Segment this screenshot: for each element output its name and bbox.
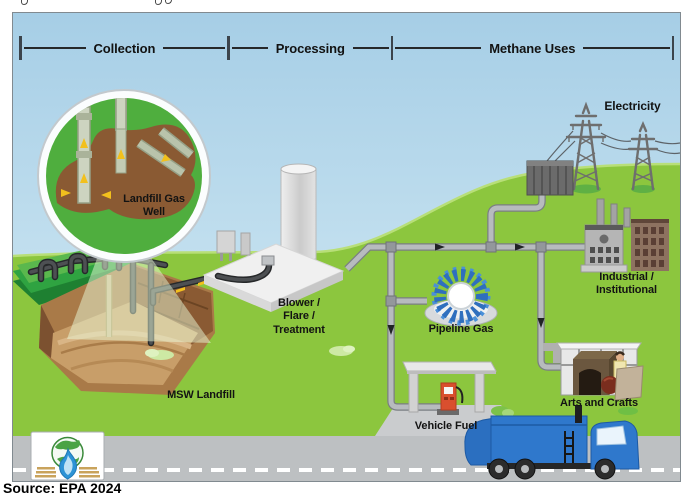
vehicle-fuel-station-icon bbox=[402, 361, 514, 417]
landfill-gas-well-magnifier bbox=[37, 89, 211, 263]
transmission-tower-icon bbox=[565, 101, 607, 191]
section-label-methane-uses: Methane Uses bbox=[489, 40, 576, 56]
epa-lmop-logo bbox=[30, 431, 105, 481]
source-note: Source: EPA 2024 bbox=[3, 480, 122, 496]
pipeline-gas-burner-icon bbox=[424, 266, 498, 327]
label-vehicle-fuel: Vehicle Fuel bbox=[414, 420, 478, 432]
generator-icon bbox=[526, 160, 574, 196]
cropped-caption-fragment bbox=[21, 0, 28, 5]
label-electricity: Electricity bbox=[604, 99, 661, 113]
gas-pipeline-network bbox=[344, 187, 585, 411]
label-pipeline-gas: Pipeline Gas bbox=[428, 323, 494, 335]
cropped-caption-fragment bbox=[155, 0, 162, 5]
header-divider bbox=[19, 36, 22, 60]
section-label-collection: Collection bbox=[93, 40, 156, 56]
stage-header: Collection Processing Methane Uses bbox=[19, 35, 674, 61]
gas-flow-arrows bbox=[61, 138, 171, 199]
header-section-collection: Collection bbox=[22, 41, 228, 56]
label-msw-landfill: MSW Landfill bbox=[167, 389, 235, 401]
header-divider bbox=[671, 36, 674, 60]
bush-clouds bbox=[145, 345, 638, 415]
electricity-icon bbox=[526, 101, 680, 196]
cropped-caption-fragment bbox=[165, 0, 172, 4]
scene-art bbox=[13, 89, 680, 481]
label-industrial-institutional: Industrial /Institutional bbox=[595, 271, 658, 297]
arts-and-crafts-icon bbox=[543, 342, 644, 401]
section-label-processing: Processing bbox=[275, 40, 345, 56]
header-divider bbox=[227, 36, 230, 60]
header-section-methane-uses: Methane Uses bbox=[393, 41, 671, 56]
header-section-processing: Processing bbox=[230, 41, 391, 56]
blower-flare-treatment-icon bbox=[202, 163, 345, 312]
label-arts-and-crafts: Arts and Crafts bbox=[560, 397, 638, 409]
label-blower-flare-treatment: Blower /Flare /Treatment bbox=[273, 297, 325, 336]
transmission-tower-icon bbox=[627, 120, 659, 191]
garbage-truck-icon bbox=[464, 405, 640, 480]
landfill-gas-energy-diagram: Collection Processing Methane Uses Landf… bbox=[12, 12, 681, 482]
header-divider bbox=[390, 36, 394, 60]
magnifier-beam bbox=[67, 253, 211, 343]
industrial-institutional-icon bbox=[580, 198, 669, 273]
